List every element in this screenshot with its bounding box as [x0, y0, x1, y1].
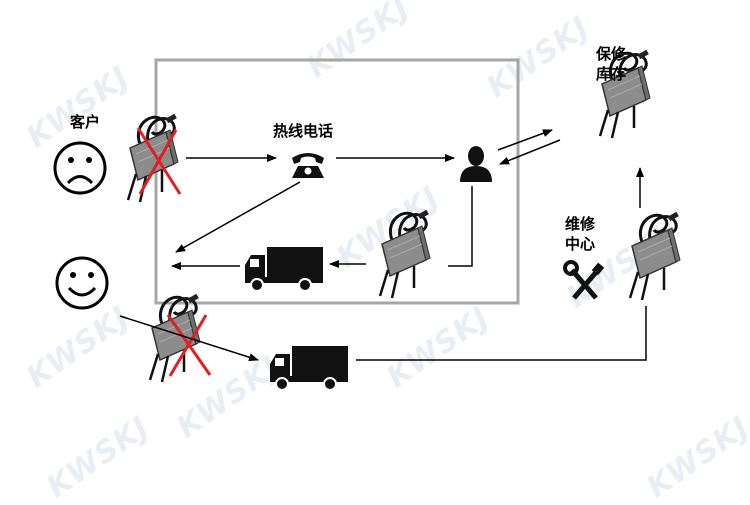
cross-icon — [166, 314, 212, 377]
sad-face-icon — [53, 141, 107, 195]
arrow-hotline-to-customer — [175, 181, 301, 253]
replacement-inverter-icon — [378, 208, 432, 300]
telephone-icon — [292, 153, 324, 178]
arrow-customer-return — [119, 315, 259, 362]
customer-label: 客户 — [70, 113, 101, 131]
arrow-stock-to-agent — [499, 139, 561, 165]
arrow-truck-to-repair — [356, 306, 647, 361]
delivery-truck-icon — [244, 246, 324, 292]
hotline-label: 热线电话 — [273, 122, 334, 140]
repair-center-label-line2: 中心 — [565, 235, 596, 253]
repaired-inverter-icon — [628, 210, 682, 302]
return-truck-icon — [269, 345, 349, 391]
repair-tools-icon — [563, 260, 605, 300]
warranty-stock-label-line1: 保修 — [596, 45, 627, 63]
arrow-agent-to-stock — [497, 129, 553, 151]
arrow-agent-down — [448, 186, 473, 267]
happy-face-icon — [55, 256, 109, 310]
faulty-inverter-icon — [126, 112, 180, 204]
warranty-stock-label-line2: 库存 — [596, 65, 627, 83]
hotline-frame — [154, 58, 520, 305]
agent-person-icon — [460, 146, 492, 182]
repair-center-label-line1: 维修 — [565, 215, 596, 233]
cross-icon — [136, 127, 182, 195]
service-flow-diagram: KWSKJ KWSKJ KWSKJ KWSKJ KWSKJ KWSKJ KWSK… — [21, 0, 750, 505]
